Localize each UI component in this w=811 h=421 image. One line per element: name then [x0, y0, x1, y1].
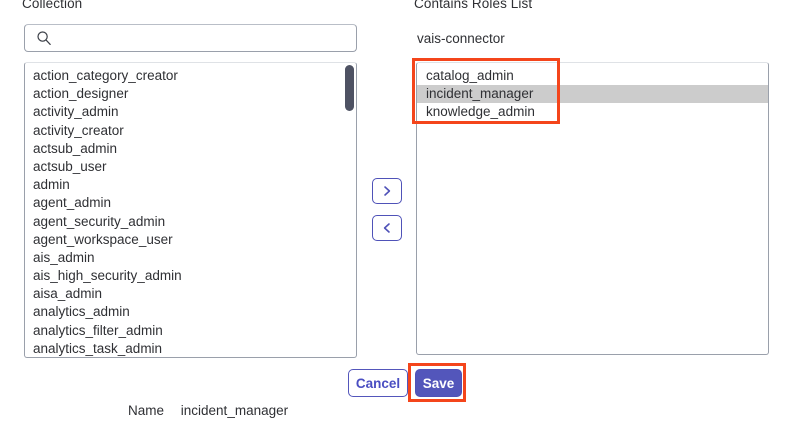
list-item[interactable]: agent_admin [33, 195, 112, 211]
list-item[interactable]: action_category_creator [33, 68, 178, 83]
list-item[interactable]: ais_high_security_admin [33, 268, 182, 284]
context-record-label: vais-connector [417, 31, 505, 46]
record-name-value: incident_manager [180, 403, 289, 418]
list-item[interactable]: analytics_filter_admin [33, 322, 163, 338]
collection-scrollbar-thumb[interactable] [345, 65, 354, 111]
record-name-row: Name incident_manager [128, 403, 288, 419]
list-item[interactable]: agent_workspace_user [33, 231, 173, 247]
move-right-button[interactable] [372, 178, 402, 204]
chevron-right-icon [381, 184, 393, 198]
list-item[interactable]: actsub_admin [33, 140, 118, 156]
collection-scrollbar[interactable] [344, 63, 355, 357]
record-name-label: Name [128, 403, 165, 418]
chevron-left-icon [381, 221, 393, 235]
list-item[interactable]: catalog_admin [426, 68, 514, 83]
list-item[interactable]: admin [33, 177, 70, 193]
cancel-button[interactable]: Cancel [348, 369, 408, 397]
save-button[interactable]: Save [415, 369, 462, 397]
list-item[interactable]: analytics_admin [33, 304, 130, 320]
contains-roles-panel-label: Contains Roles List [414, 0, 533, 11]
list-item[interactable]: activity_creator [33, 122, 124, 138]
search-input[interactable] [59, 28, 348, 48]
list-item[interactable]: agent_security_admin [33, 213, 166, 229]
list-item[interactable]: aisa_admin [33, 286, 103, 302]
list-item[interactable]: analytics_task_admin [33, 340, 163, 356]
collection-panel-label: Collection [22, 0, 83, 11]
list-item[interactable]: action_designer [33, 86, 129, 102]
collection-search-box[interactable] [24, 24, 357, 52]
list-item[interactable]: activity_admin [33, 104, 119, 120]
list-item[interactable]: ais_admin [33, 249, 95, 265]
search-icon [36, 30, 52, 46]
move-left-button[interactable] [372, 215, 402, 241]
list-item[interactable]: knowledge_admin [426, 104, 535, 120]
list-item[interactable]: actsub_user [33, 158, 107, 174]
list-item[interactable]: incident_manager [417, 85, 768, 104]
